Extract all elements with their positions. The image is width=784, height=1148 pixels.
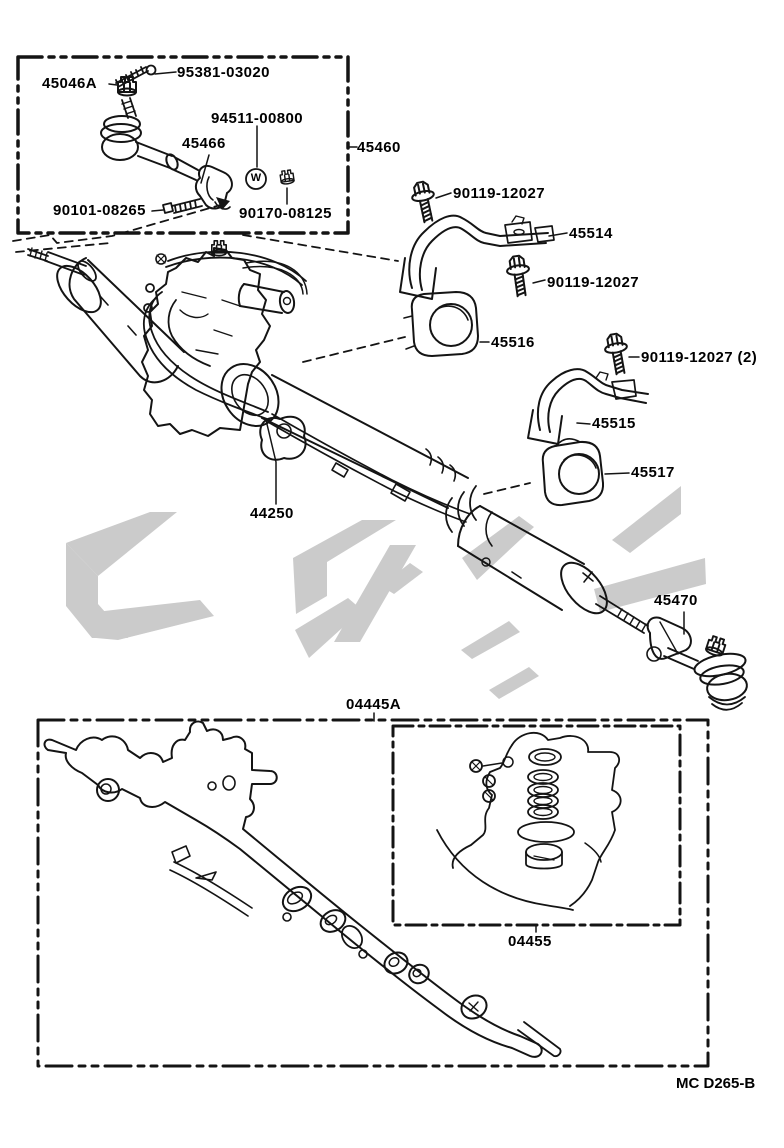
valve-seal-kit-04455 [436, 731, 622, 911]
clamp-bolt [162, 198, 203, 214]
part-label-90119-12027-mid: 90119-12027 [547, 274, 639, 291]
assembly-reference-lines [12, 203, 531, 495]
tie-rod-45470 [646, 616, 748, 711]
bracket-45514 [399, 214, 555, 300]
mount-bolt-mid [504, 253, 534, 299]
small-nut [278, 168, 296, 186]
part-label-45466: 45466 [182, 135, 226, 152]
part-label-45517: 45517 [631, 464, 675, 481]
part-label-95381-03020: 95381-03020 [177, 64, 270, 81]
label-leaders-main [265, 192, 685, 933]
mount-bolt-top [408, 179, 441, 225]
bushing-45517 [541, 438, 605, 507]
tie-rod-end-kit-box [16, 55, 350, 235]
part-label-90119-12027-x2: 90119-12027 (2) [641, 349, 758, 366]
tie-rod-end-drawing [100, 97, 233, 210]
part-label-90119-12027-top: 90119-12027 [453, 185, 545, 202]
mount-bolt-lower [601, 331, 633, 377]
washer-symbol-circle [245, 168, 267, 190]
drawing-code: MC D265-B [676, 1075, 756, 1092]
gasket-kit-box-04445A [36, 718, 710, 1068]
part-label-04445A: 04445A [346, 696, 401, 713]
steering-rack-assembly [27, 240, 649, 634]
part-label-45470: 45470 [654, 592, 698, 609]
part-label-45460: 45460 [357, 139, 401, 156]
washer-symbol: W [250, 172, 262, 184]
part-label-45516: 45516 [491, 334, 535, 351]
part-label-90101-08265: 90101-08265 [53, 202, 146, 219]
part-label-90170-08125: 90170-08125 [239, 205, 332, 222]
leader-arrowhead [216, 197, 230, 210]
bracket-45515 [527, 368, 649, 445]
part-label-45514: 45514 [569, 225, 613, 242]
part-label-94511-00800: 94511-00800 [211, 110, 303, 127]
part-label-45046A: 45046A [42, 75, 97, 92]
part-label-44250: 44250 [250, 505, 294, 522]
label-leaders-box1 [108, 71, 358, 212]
part-label-04455: 04455 [508, 933, 552, 950]
watermark-graphic [66, 486, 706, 699]
gasket-kit-silhouette [43, 720, 562, 1058]
part-label-45515: 45515 [592, 415, 636, 432]
bushing-45516 [403, 291, 479, 357]
